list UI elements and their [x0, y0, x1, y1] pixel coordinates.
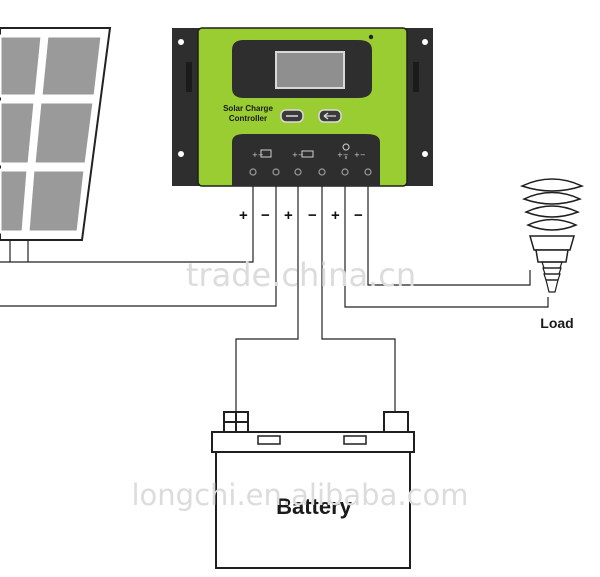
- terminal-label: −: [261, 207, 270, 224]
- terminal-label: −: [308, 207, 317, 224]
- svg-text:+−: +−: [292, 151, 304, 159]
- terminal-label: +: [331, 207, 340, 224]
- battery-label: Battery: [276, 494, 353, 519]
- battery-icon: [211, 411, 415, 569]
- watermark-bottom: longchi.en.alibaba.com: [131, 478, 468, 512]
- terminal-label: −: [354, 207, 363, 224]
- solar-charge-controller: +− +− +− +−: [172, 27, 433, 187]
- solar-panel: [0, 27, 112, 262]
- controller-label-line2: Controller: [229, 114, 267, 123]
- svg-text:+−: +−: [252, 151, 264, 159]
- watermark-top: trade.china.cn: [186, 256, 416, 294]
- controller-label-line1: Solar Charge: [223, 104, 273, 113]
- terminal-label: +: [284, 207, 293, 224]
- load-label: Load: [540, 315, 573, 331]
- svg-text:+−: +−: [354, 151, 366, 159]
- bulb-icon: [519, 178, 585, 293]
- terminal-label: +: [239, 207, 248, 224]
- svg-text:+−: +−: [337, 151, 349, 159]
- wires: [0, 186, 549, 418]
